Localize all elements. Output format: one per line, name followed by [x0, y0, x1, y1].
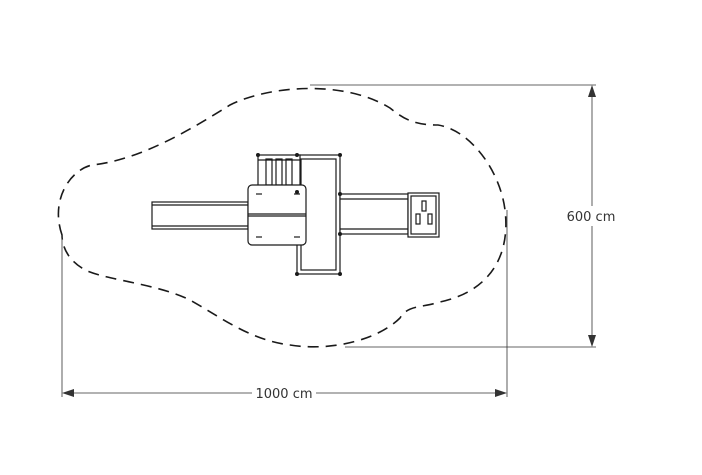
width-label-bg [252, 384, 316, 402]
climbing-hold-2 [415, 213, 421, 225]
arrow-right [495, 389, 507, 397]
bridge-deck [339, 193, 409, 235]
post [295, 272, 299, 276]
post [338, 232, 342, 236]
bridge [339, 193, 409, 235]
climbing-hold-1 [421, 200, 427, 212]
climbing-hold-3 [427, 213, 433, 225]
post [338, 272, 342, 276]
tower-roof [247, 184, 307, 246]
safety-zone-outline [57, 87, 507, 348]
railing-bar-2 [275, 158, 283, 186]
height-dimension-label: 600 cm [567, 210, 616, 225]
post [295, 190, 299, 194]
climbing-wall [407, 192, 440, 238]
posts [256, 153, 342, 276]
arrow-left [62, 389, 74, 397]
tower-roof-outline [247, 184, 307, 246]
railing-bar-1 [265, 158, 273, 186]
post [256, 153, 260, 157]
top-platform [257, 154, 301, 188]
dimension-arrows [62, 85, 596, 397]
post [338, 153, 342, 157]
slide [151, 201, 249, 230]
arrow-top [588, 85, 596, 97]
post [338, 192, 342, 196]
height-label-bg [562, 206, 622, 226]
width-dimension-label: 1000 cm [255, 387, 312, 402]
slide-chute [151, 201, 249, 230]
arrow-bottom [588, 335, 596, 347]
post [295, 153, 299, 157]
railing-bar-3 [285, 158, 293, 186]
play-structure [151, 153, 440, 276]
